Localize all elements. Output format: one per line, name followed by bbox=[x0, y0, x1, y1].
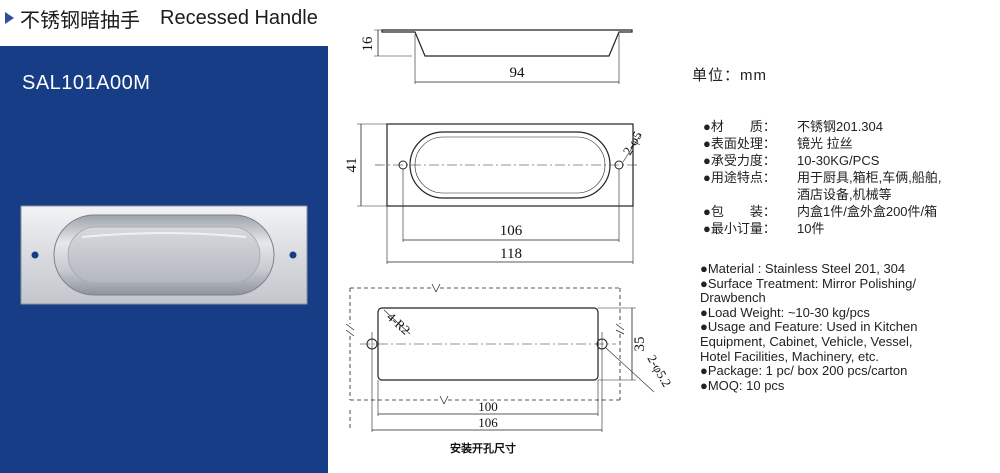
title-cn: 不锈钢暗抽手 bbox=[20, 9, 140, 32]
spec-en-line: ●Package: 1 pc/ box 200 pcs/carton bbox=[700, 363, 908, 379]
spec-cn-package: ●包 装： 内盒1件/盒外盒200件/箱 bbox=[703, 204, 938, 219]
spec-cn-material: ●材 质： 不锈钢201.304 bbox=[703, 119, 883, 134]
page-header: 不锈钢暗抽手 Recessed Handle bbox=[5, 4, 318, 32]
top-height-label: 41 bbox=[345, 158, 360, 173]
triangle-bullet-icon bbox=[5, 12, 14, 24]
cutout-caption: 安装开孔尺寸 bbox=[450, 443, 516, 455]
spec-en-line: ●Material : Stainless Steel 201, 304 bbox=[700, 261, 906, 276]
spec-en-line: ●MOQ: 10 pcs bbox=[700, 377, 785, 393]
specs-cn: ●材 质： 不锈钢201.304 ●表面处理： 镜光 拉丝 ●承受力度： 10-… bbox=[703, 118, 941, 237]
cut-height-label: 35 bbox=[632, 337, 648, 352]
spec-cn-surface: ●表面处理： 镜光 拉丝 bbox=[703, 136, 853, 151]
spec-en-line: Equipment, Cabinet, Vehicle, Vessel, bbox=[700, 333, 913, 349]
spec-en-line: ●Usage and Feature: Used in Kitchen bbox=[700, 319, 918, 335]
spec-en-line: Drawbench bbox=[700, 290, 766, 306]
top-outer-label: 118 bbox=[500, 246, 522, 262]
spec-en-line: Hotel Facilities, Machinery, etc. bbox=[700, 348, 879, 364]
cutout-drawing: 4-R2 35 2-φ5.2 100 106 bbox=[345, 283, 675, 432]
spec-en-line: ●Surface Treatment: Mirror Polishing/ bbox=[700, 275, 916, 291]
cut-outer-label: 106 bbox=[478, 415, 498, 430]
spec-cn-load: ●承受力度： 10-30KG/PCS bbox=[703, 153, 880, 168]
top-hole-label: 2-φ5 bbox=[620, 128, 645, 157]
spec-en-line: ●Load Weight: ~10-30 kg/pcs bbox=[700, 304, 870, 320]
spec-cn-usage-cont: 酒店设备,机械等 bbox=[797, 187, 892, 202]
cut-inner-label: 100 bbox=[478, 399, 498, 414]
model-number: SAL101A00M bbox=[22, 72, 151, 94]
cut-hole-label: 2-φ5.2 bbox=[644, 352, 674, 389]
top-inner-label: 106 bbox=[500, 223, 523, 239]
side-height-label: 16 bbox=[360, 36, 376, 52]
side-view-drawing: 16 94 bbox=[360, 29, 633, 84]
spec-cn-usage: ●用途特点： 用于厨具,箱柜,车俩,船舶, bbox=[703, 170, 942, 185]
top-view-drawing: 41 2-φ5 106 118 bbox=[345, 123, 645, 264]
title-en: Recessed Handle bbox=[160, 6, 318, 29]
product-photo bbox=[20, 205, 308, 305]
spec-cn-moq: ●最小订量： 10件 bbox=[703, 221, 825, 236]
specs-en: ●Material : Stainless Steel 201, 304 ●Su… bbox=[700, 261, 996, 393]
unit-label: 单位：mm bbox=[692, 67, 767, 84]
side-width-label: 94 bbox=[510, 65, 526, 81]
